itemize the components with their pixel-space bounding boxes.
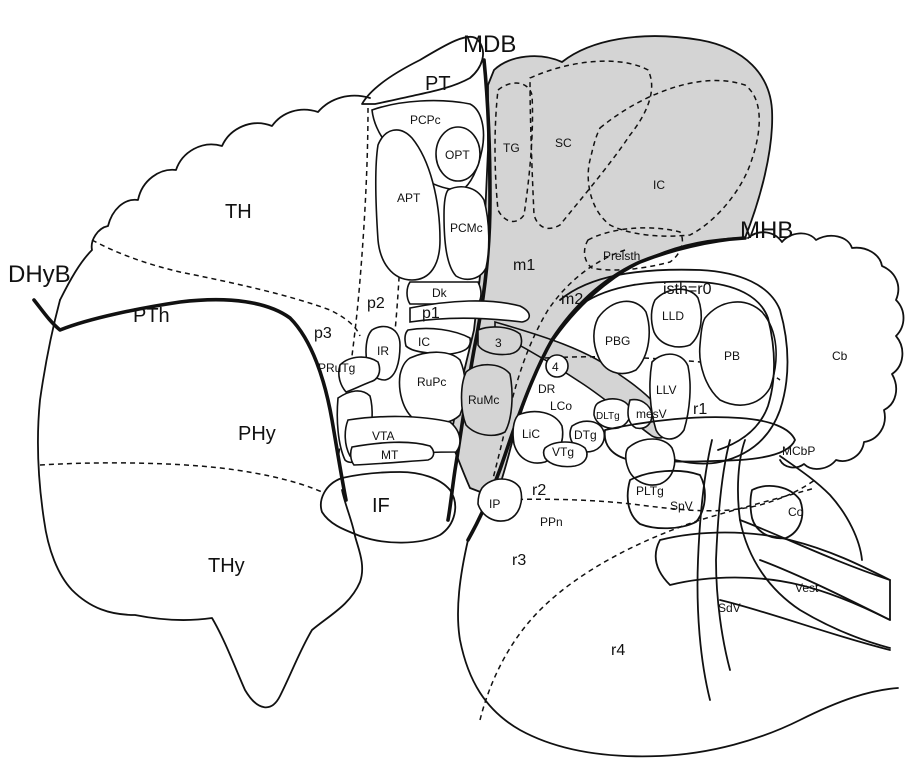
label-dhyb: DHyB bbox=[8, 261, 71, 288]
dhyb-boundary bbox=[34, 300, 346, 500]
label-opt: OPT bbox=[445, 148, 470, 162]
label-rupc: RuPc bbox=[417, 375, 446, 389]
label-spv: SpV bbox=[670, 499, 693, 513]
r3-r4-boundary bbox=[480, 488, 815, 720]
label-rumc: RuMc bbox=[468, 393, 499, 407]
ic-small-nucleus bbox=[405, 328, 470, 354]
label-pcpc: PCPc bbox=[410, 113, 441, 127]
label-n3: 3 bbox=[495, 336, 502, 350]
hindbrain-column-2 bbox=[716, 440, 730, 670]
label-vta: VTA bbox=[372, 429, 394, 443]
label-pbg: PBG bbox=[605, 334, 630, 348]
label-lic: LiC bbox=[522, 427, 540, 441]
vest-stripe-1 bbox=[740, 520, 890, 580]
label-mcbp: MCbP bbox=[782, 444, 815, 458]
label-prelsth: Prelsth bbox=[603, 249, 640, 263]
vest-stripe-2 bbox=[760, 560, 890, 620]
label-phy: PHy bbox=[238, 423, 276, 445]
diencephalon-outline-upper bbox=[60, 96, 370, 300]
label-isth: isth=r0 bbox=[663, 281, 712, 298]
label-dk: Dk bbox=[432, 286, 448, 300]
label-co: Co bbox=[788, 505, 804, 519]
label-p3: p3 bbox=[314, 325, 332, 342]
label-ppn: PPn bbox=[540, 515, 563, 529]
label-tg: TG bbox=[503, 141, 520, 155]
r3-r4-outline bbox=[458, 540, 898, 756]
label-r1: r1 bbox=[693, 401, 707, 418]
label-dltg: DLTg bbox=[596, 411, 620, 422]
label-n4: 4 bbox=[552, 360, 559, 374]
label-pt: PT bbox=[425, 73, 451, 95]
label-r2: r2 bbox=[532, 482, 546, 499]
label-pltg: PLTg bbox=[636, 484, 664, 498]
label-sc: SC bbox=[555, 136, 572, 150]
label-m2: m2 bbox=[561, 291, 583, 308]
label-r3: r3 bbox=[512, 552, 526, 569]
label-m1: m1 bbox=[513, 257, 535, 274]
label-sdv: SdV bbox=[718, 601, 741, 615]
label-mt: MT bbox=[381, 448, 399, 462]
label-pcmc: PCMc bbox=[450, 221, 483, 235]
hindbrain-column-3 bbox=[738, 440, 890, 648]
label-mesv: mesV bbox=[636, 407, 667, 421]
label-thy: THy bbox=[208, 555, 245, 577]
label-mhb: MHB bbox=[740, 217, 793, 244]
label-ip: IP bbox=[489, 497, 500, 511]
label-ic-large: IC bbox=[653, 178, 665, 192]
label-dr: DR bbox=[538, 382, 556, 396]
label-vtg: VTg bbox=[552, 445, 574, 459]
phy-thy-boundary bbox=[40, 463, 322, 492]
label-if: IF bbox=[372, 495, 390, 517]
label-apt: APT bbox=[397, 191, 421, 205]
label-r4: r4 bbox=[611, 642, 625, 659]
label-pb: PB bbox=[724, 349, 740, 363]
label-pth: PTh bbox=[133, 305, 170, 327]
label-mdb: MDB bbox=[463, 31, 516, 58]
label-cb: Cb bbox=[832, 349, 848, 363]
hypothalamus-outer-outline bbox=[38, 300, 362, 707]
label-llv: LLV bbox=[656, 383, 676, 397]
sdv-region bbox=[656, 533, 890, 621]
label-lco: LCo bbox=[550, 399, 572, 413]
label-prutg: PRuTg bbox=[318, 361, 355, 375]
label-ic-small: IC bbox=[418, 335, 430, 349]
hindbrain-column-1 bbox=[698, 440, 713, 700]
label-lld: LLD bbox=[662, 309, 684, 323]
label-p1: p1 bbox=[422, 305, 440, 322]
label-dtg: DTg bbox=[574, 428, 597, 442]
label-ir: IR bbox=[377, 344, 389, 358]
label-p2: p2 bbox=[367, 295, 385, 312]
label-vest: Vest bbox=[795, 581, 819, 595]
label-th: TH bbox=[225, 201, 252, 223]
